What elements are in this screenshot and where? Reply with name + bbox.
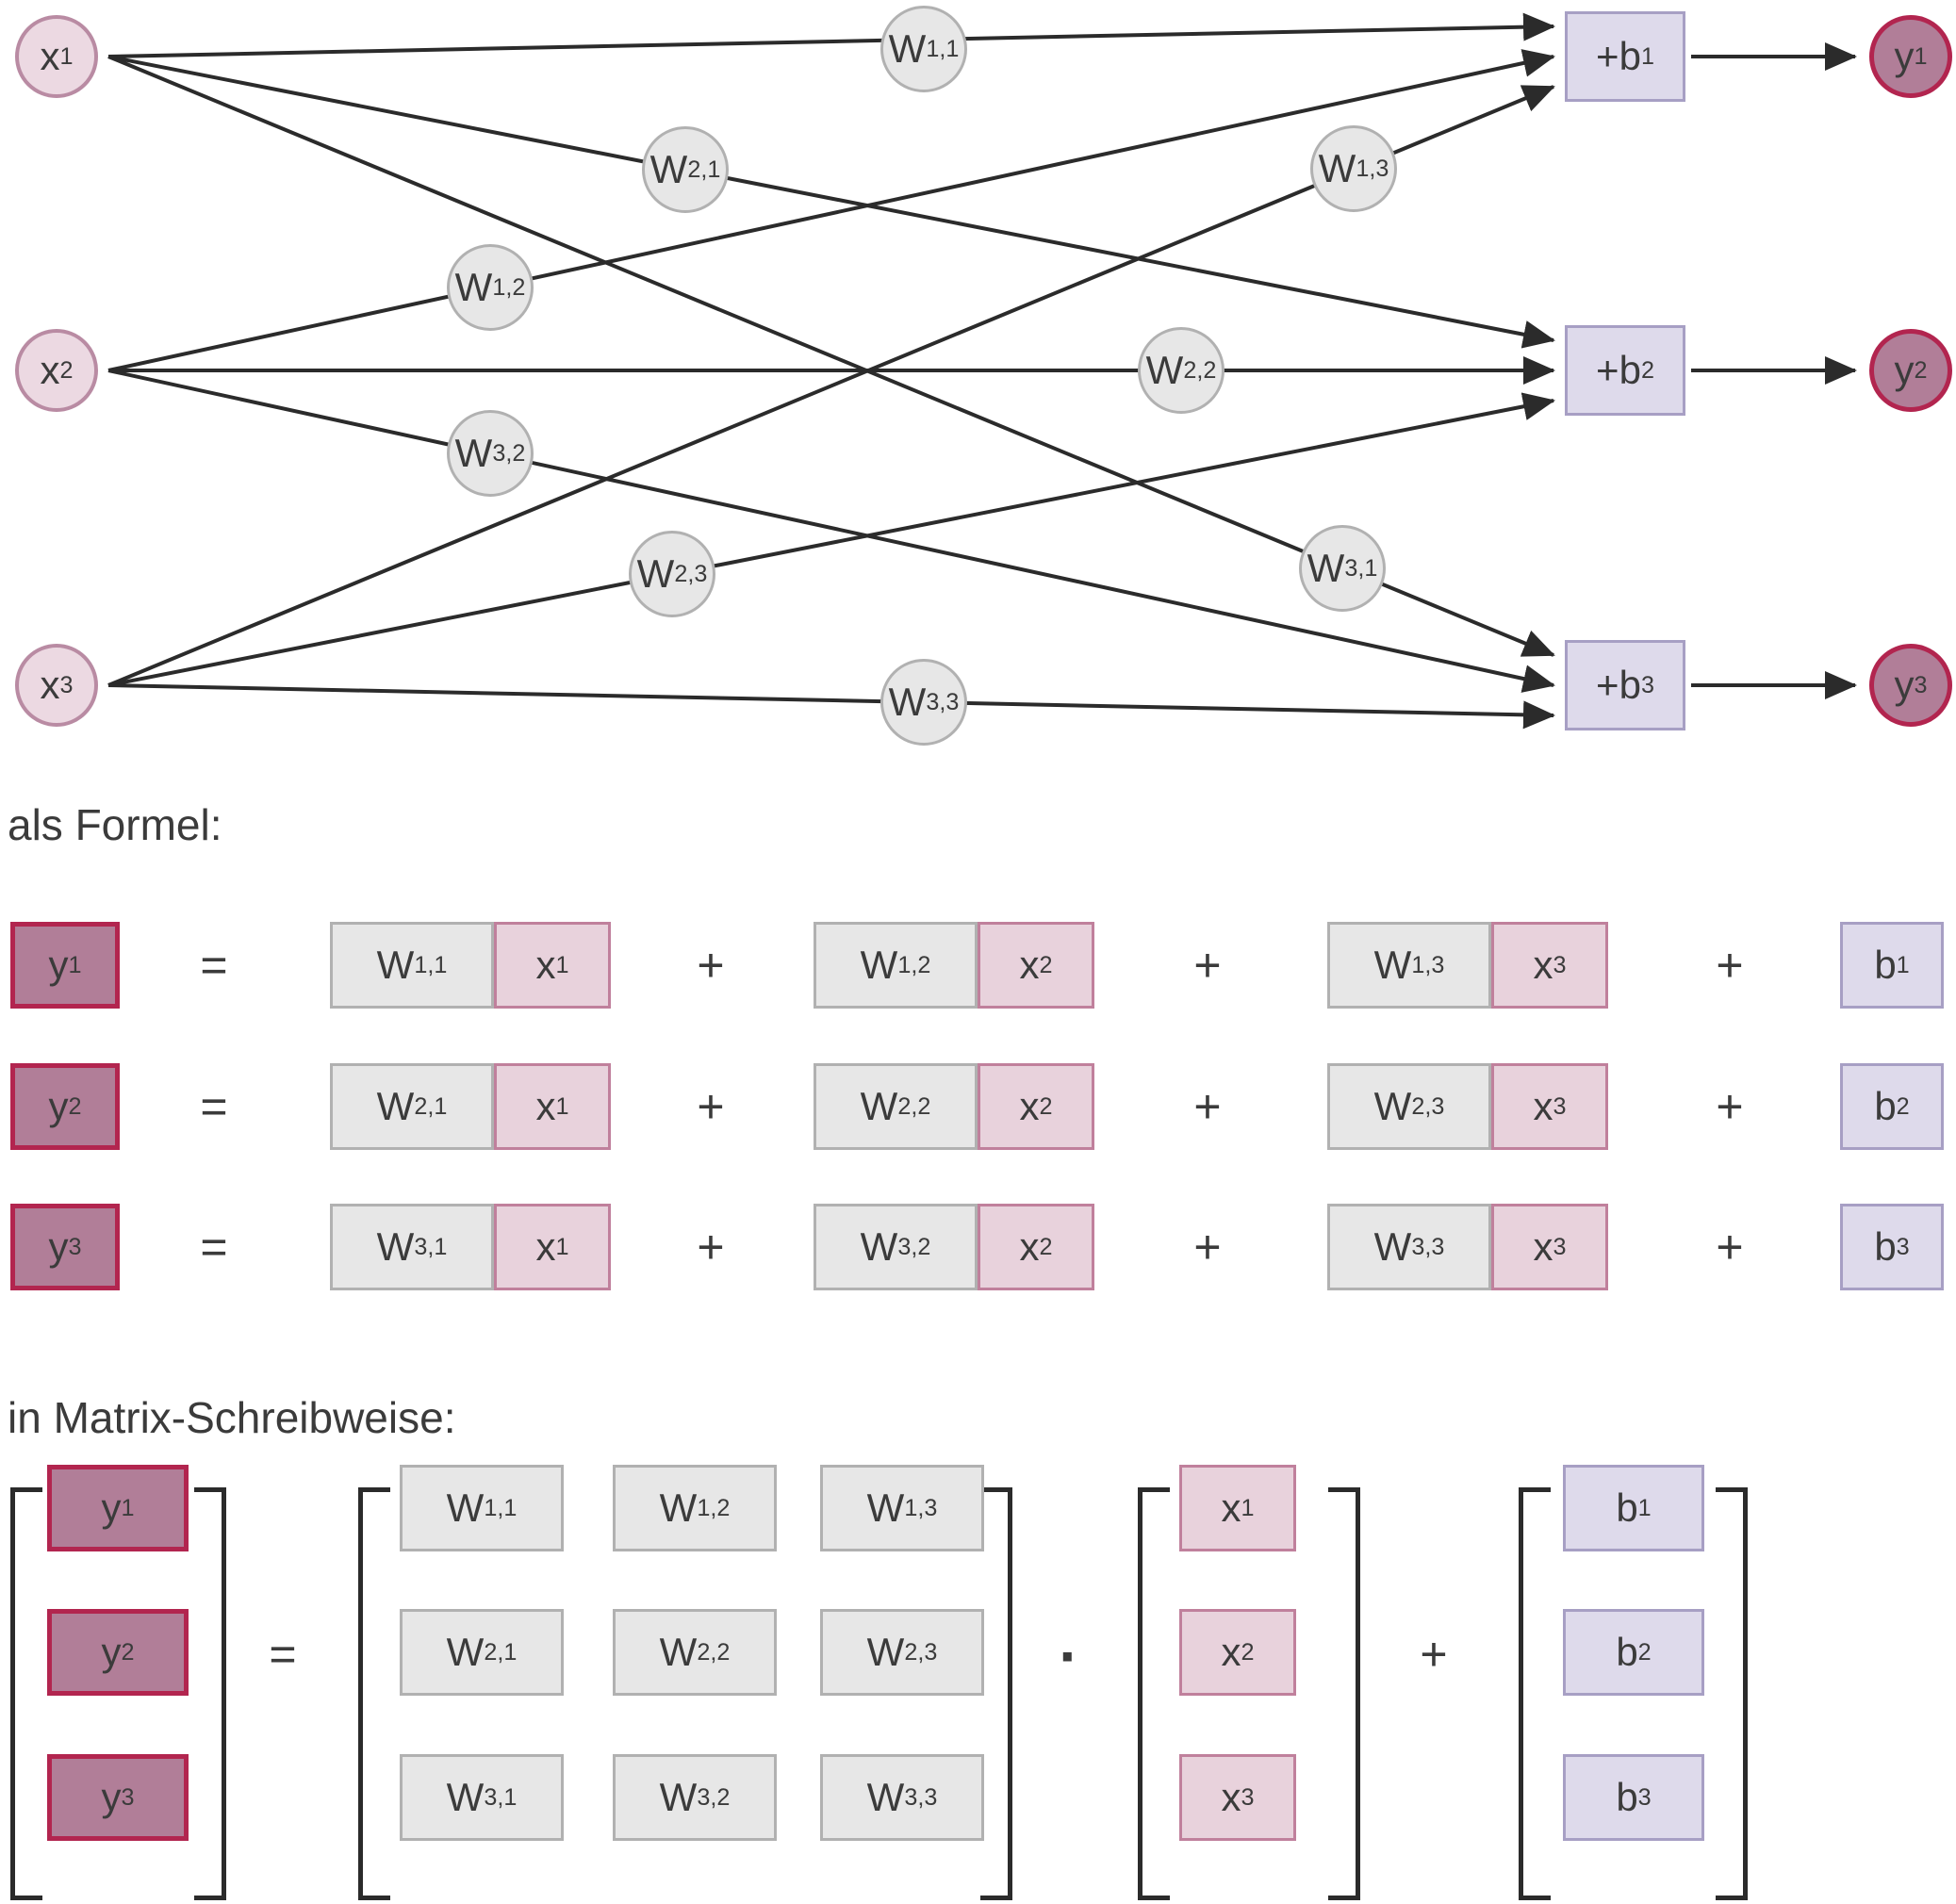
- plus-sign: +: [697, 1080, 725, 1133]
- plus-sign: +: [1716, 1080, 1744, 1133]
- plus-sign: +: [1716, 939, 1744, 992]
- y-vector-left-bracket: [10, 1487, 42, 1900]
- equals-sign: =: [200, 1080, 228, 1133]
- formula-heading: als Formel:: [8, 800, 222, 849]
- edge-x3-b2: [107, 392, 1555, 687]
- x-vector-left-bracket: [1138, 1487, 1170, 1900]
- edge-x2-b3: [107, 369, 1555, 693]
- plus-sign: +: [697, 939, 725, 992]
- equals-sign: =: [200, 939, 228, 992]
- b-vector-left-bracket: [1519, 1487, 1551, 1900]
- connection-lines: [107, 12, 1857, 730]
- edge-x2-b1: [107, 49, 1555, 372]
- plus-sign: +: [1193, 1221, 1222, 1273]
- b-vector-right-bracket: [1716, 1487, 1748, 1900]
- w-matrix-right-bracket: [980, 1487, 1012, 1900]
- x-vector-right-bracket: [1328, 1487, 1360, 1900]
- edge-x3-b3: [107, 683, 1555, 730]
- plus-sign: +: [1193, 939, 1222, 992]
- w-matrix-left-bracket: [358, 1487, 390, 1900]
- plus-sign: +: [697, 1221, 725, 1273]
- plus-sign: +: [1193, 1080, 1222, 1133]
- edge-x1-b1: [107, 12, 1555, 58]
- plus-sign: +: [1420, 1628, 1448, 1681]
- equals-sign: =: [200, 1221, 228, 1273]
- dot-sign: ·: [1059, 1622, 1079, 1690]
- edge-x1-b2: [107, 55, 1555, 349]
- y-vector-right-bracket: [194, 1487, 226, 1900]
- plus-sign: +: [1716, 1221, 1744, 1273]
- edge-x3-b1: [107, 85, 1555, 687]
- equals-sign: =: [269, 1628, 297, 1681]
- matrix-heading: in Matrix-Schreibweise:: [8, 1393, 456, 1442]
